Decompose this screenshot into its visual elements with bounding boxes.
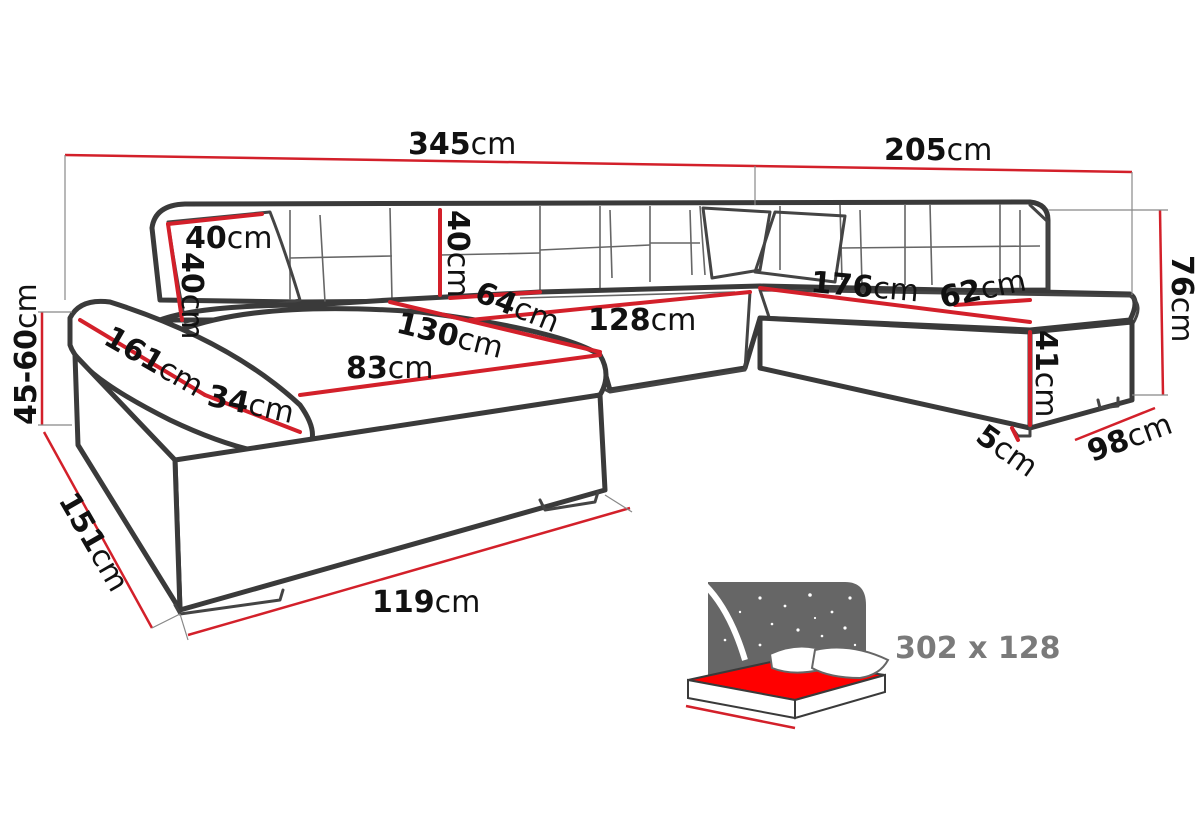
label-armrest-width: 34cm <box>204 379 297 431</box>
dimension-lines <box>38 153 1168 641</box>
label-seat-width-mid: 128cm <box>588 303 696 338</box>
label-seat-width-right: 176cm <box>809 265 920 309</box>
label-right-width: 205cm <box>884 133 992 168</box>
label-right-seat-height: 41cm <box>1028 330 1063 417</box>
label-seat-height: 45-60cm <box>9 283 44 425</box>
label-right-depth: 98cm <box>1083 407 1177 470</box>
label-seat-depth-left: 83cm <box>346 351 433 386</box>
bed-with-pillows-night-sky-icon <box>685 582 890 730</box>
label-total-width: 345cm <box>408 127 516 162</box>
label-cushion-width: 40cm <box>185 221 272 256</box>
bed-size-label: 302 x 128 <box>895 631 1060 666</box>
label-left-front: 119cm <box>372 585 480 620</box>
label-height: 76cm <box>1164 255 1199 342</box>
label-back-height: 40cm <box>440 210 475 297</box>
label-cushion-height: 40cm <box>174 252 209 339</box>
